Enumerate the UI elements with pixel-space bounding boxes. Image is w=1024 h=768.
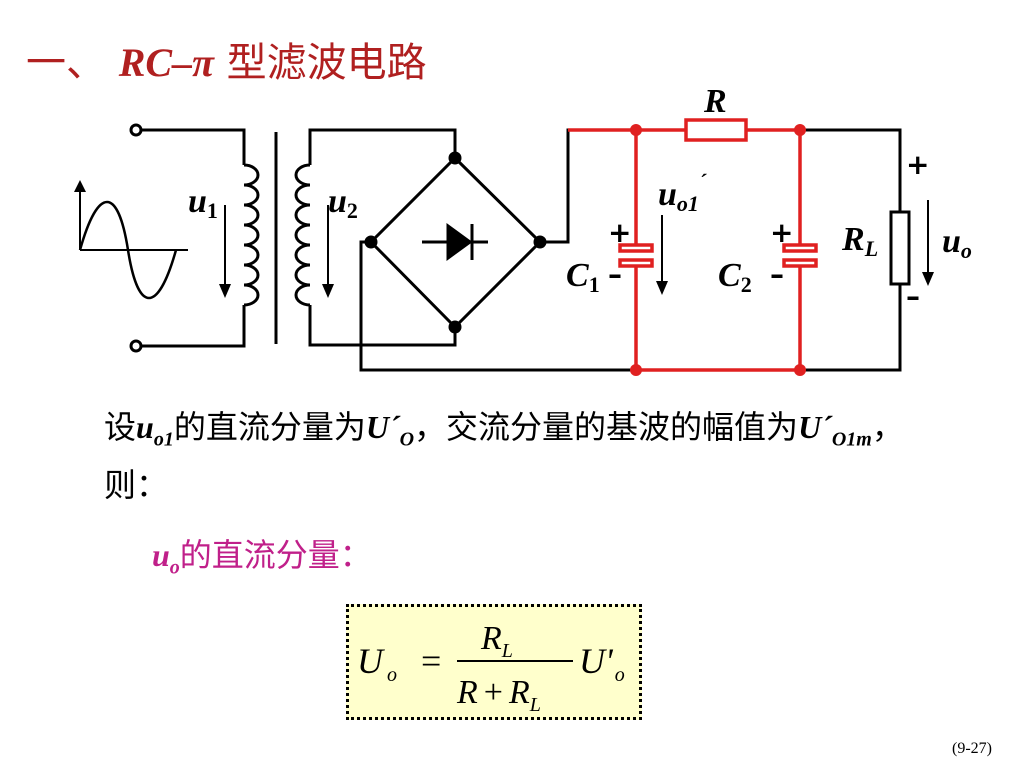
label-c2: C2: [718, 257, 752, 297]
sub-var-uo: u: [152, 537, 170, 573]
primary-coil: [243, 163, 260, 307]
title-suffix: 型滤波电路: [213, 40, 427, 86]
formula-denominator: R+RL: [456, 674, 541, 716]
label-r: R: [703, 83, 727, 120]
description-paragraph: 设uo1的直流分量为U´O，交流分量的基波的幅值为U´O1m，则：: [104, 404, 924, 508]
output-minus: –: [906, 280, 920, 313]
c1-minus: –: [608, 258, 622, 291]
title-rc: RC–π: [118, 40, 214, 85]
output-plus: +: [906, 148, 929, 181]
para-var-uo1m-sub: O1m: [831, 428, 872, 451]
rc-pi-filter: [568, 118, 818, 372]
para-text-1: 设: [104, 408, 137, 446]
label-uo: uo: [942, 223, 972, 263]
c1-plus: +: [608, 216, 631, 249]
title-prefix: 一、: [26, 40, 106, 86]
formula-equals: =: [421, 641, 441, 681]
diode-icon: [422, 223, 488, 261]
load-resistor: [889, 210, 911, 286]
para-var-uo-sub: O: [399, 428, 415, 451]
label-uo1: uo1´: [658, 169, 707, 216]
label-u2: u2: [328, 183, 358, 223]
circuit-diagram: u1 u2 uo1´ R RL uo C1 C2 + – + – + –: [74, 83, 972, 376]
label-rl: RL: [841, 221, 878, 261]
formula-rhs: U'o: [579, 641, 625, 686]
label-c1: C1: [566, 257, 600, 297]
formula-numerator: RL: [480, 620, 513, 662]
c2-minus: –: [770, 258, 784, 291]
c2-plus: +: [770, 216, 793, 249]
input-terminal-bottom: [129, 339, 143, 353]
para-text-3: ，交流分量的基波的幅值为: [414, 408, 799, 446]
para-var-uo1m: U´: [798, 409, 832, 445]
input-terminal-top: [129, 123, 143, 137]
para-var-uo: U´: [365, 409, 400, 445]
secondary-coil: [294, 163, 311, 307]
sub-text: 的直流分量：: [179, 536, 372, 574]
label-u1: u1: [188, 183, 218, 223]
page-number: (9-27): [952, 740, 992, 757]
para-text-4: ，则：: [104, 408, 904, 505]
slide-title: 一、 RC–π 型滤波电路: [26, 30, 427, 88]
subheading-dc-component: uo的直流分量：: [152, 530, 372, 579]
para-text-2: 的直流分量为: [173, 408, 366, 446]
sine-source-symbol: [74, 180, 188, 299]
series-resistor: [684, 118, 748, 142]
sub-var-uo-sub: o: [169, 556, 180, 579]
capacitor-c1: [618, 243, 654, 268]
capacitor-c2: [782, 243, 818, 268]
para-var-uo1-sub: o1: [153, 428, 174, 451]
para-var-uo1: u: [136, 409, 154, 445]
